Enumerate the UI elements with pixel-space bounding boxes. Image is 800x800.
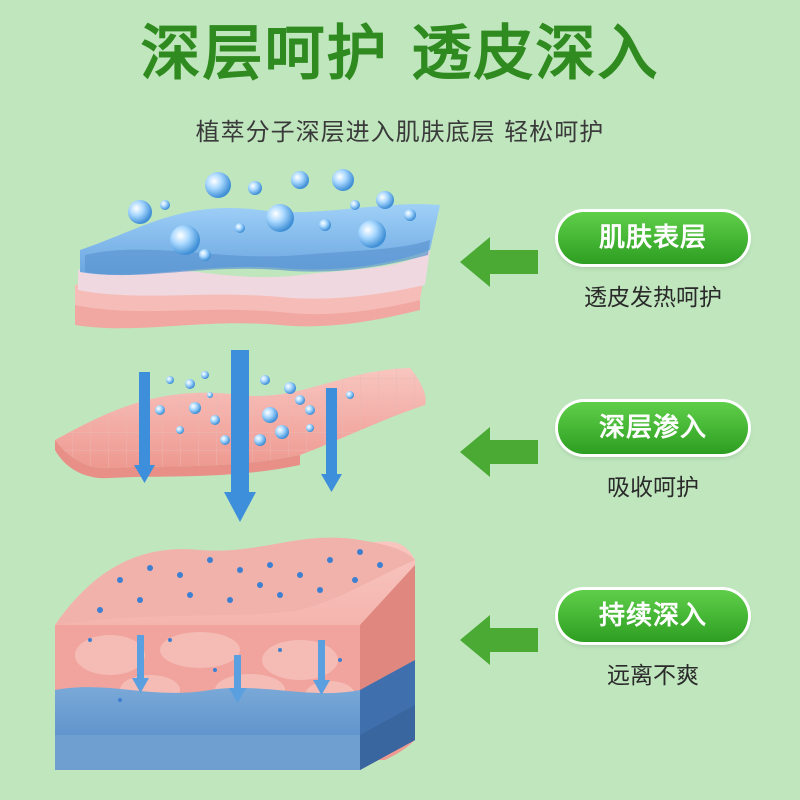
deep-particles <box>88 549 383 702</box>
deep-arrows <box>132 635 330 703</box>
feature-label: 深层渗入 <box>558 402 748 454</box>
page-title: 深层呵护 透皮深入 <box>140 19 660 89</box>
feature-label: 持续深入 <box>558 590 748 642</box>
penetration-arrows <box>134 350 342 522</box>
feature-row-surface: 肌肤表层 透皮发热呵护 <box>440 212 780 342</box>
feature-desc: 透皮发热呵护 <box>584 285 722 311</box>
left-arrow-icon <box>460 427 538 477</box>
penetration-bubbles <box>155 371 354 446</box>
left-arrow-icon <box>460 615 538 665</box>
feature-label: 肌肤表层 <box>558 212 748 264</box>
surface-layer-graphic <box>75 204 440 329</box>
feature-row-penetrate: 深层渗入 吸收呵护 <box>440 402 780 532</box>
feature-row-deep: 持续深入 远离不爽 <box>440 590 780 720</box>
deep-layer-graphic <box>55 537 415 770</box>
page-subtitle: 植萃分子深层进入肌肤底层 轻松呵护 <box>195 118 605 146</box>
left-arrow-icon <box>460 237 538 287</box>
surface-bubbles <box>128 169 416 261</box>
feature-desc: 远离不爽 <box>607 663 699 689</box>
feature-desc: 吸收呵护 <box>607 475 699 501</box>
